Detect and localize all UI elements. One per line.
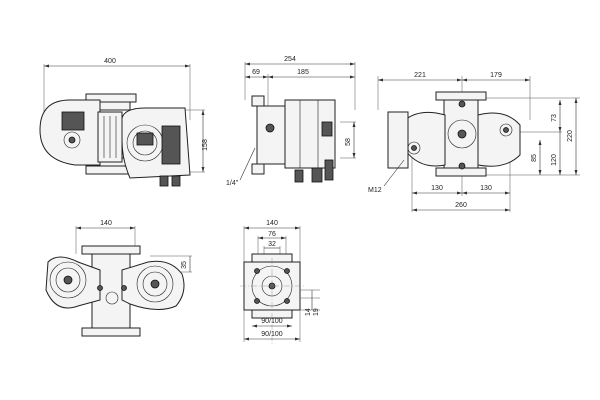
dim-end-120: 120 [551, 154, 558, 166]
dim-front-width: 400 [104, 58, 116, 65]
dim-side-thread: 1/4" [226, 180, 239, 187]
dim-side-58: 58 [345, 138, 352, 146]
front-view: 400 158 [39, 58, 209, 187]
dim-end-73: 73 [551, 114, 558, 122]
dim-flange-14: 14 [305, 308, 312, 316]
dim-end-179: 179 [490, 72, 502, 79]
dim-flange-32: 32 [268, 241, 276, 248]
dim-side-width: 254 [284, 56, 296, 63]
dim-side-185: 185 [297, 69, 309, 76]
flange-view: 140 76 32 14 19 [240, 220, 320, 346]
dim-flange-bolt-circle-1: 90/100 [261, 318, 283, 325]
dim-flange-width: 140 [266, 220, 278, 227]
dim-flange-19: 19 [313, 308, 320, 316]
dim-end-85: 85 [531, 154, 538, 162]
dim-end-220: 220 [567, 130, 574, 142]
dim-front-height: 158 [202, 139, 209, 151]
dim-end-260: 260 [455, 202, 467, 209]
dim-end-130-left: 130 [431, 185, 443, 192]
top-view: 140 35 [45, 220, 192, 337]
dim-end-130-right: 130 [480, 185, 492, 192]
side-view: 254 69 185 58 1/4" [226, 56, 356, 187]
dim-end-221: 221 [414, 72, 426, 79]
end-view: 221 179 73 120 220 85 130 130 [368, 72, 580, 212]
dim-side-69: 69 [252, 69, 260, 76]
dim-top-height: 35 [181, 261, 188, 269]
dim-top-width: 140 [100, 220, 112, 227]
dim-flange-76: 76 [268, 231, 276, 238]
dim-flange-bolt-circle-2: 90/100 [261, 331, 283, 338]
dim-end-bolt: M12 [368, 187, 382, 194]
